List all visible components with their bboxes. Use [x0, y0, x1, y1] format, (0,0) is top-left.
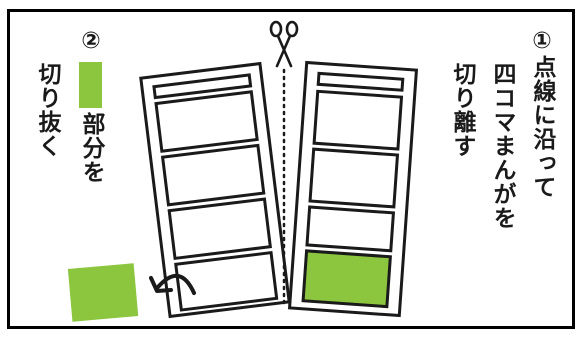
green-highlight-frame: [301, 249, 392, 309]
step1-text-line1: 点線に沿って: [529, 55, 555, 199]
cut-out-green-piece: [67, 263, 139, 322]
right-comic-strip: [287, 60, 419, 318]
step2-text-line2: 切り抜く: [34, 62, 60, 158]
step2-number: ②: [78, 28, 104, 55]
curved-arrow-icon: [149, 274, 196, 295]
left-comic-strip: [139, 61, 291, 319]
step1-line1: ①点線に沿って: [527, 28, 557, 199]
step1-text-line2: 四コマまんがを: [489, 62, 515, 230]
step1-number: ①: [529, 28, 555, 55]
green-legend-swatch: [79, 62, 102, 108]
step1-text-line3: 切り離す: [449, 62, 475, 158]
step2-text-line1: 部分を: [78, 112, 104, 184]
scissors-icon: [269, 20, 299, 68]
